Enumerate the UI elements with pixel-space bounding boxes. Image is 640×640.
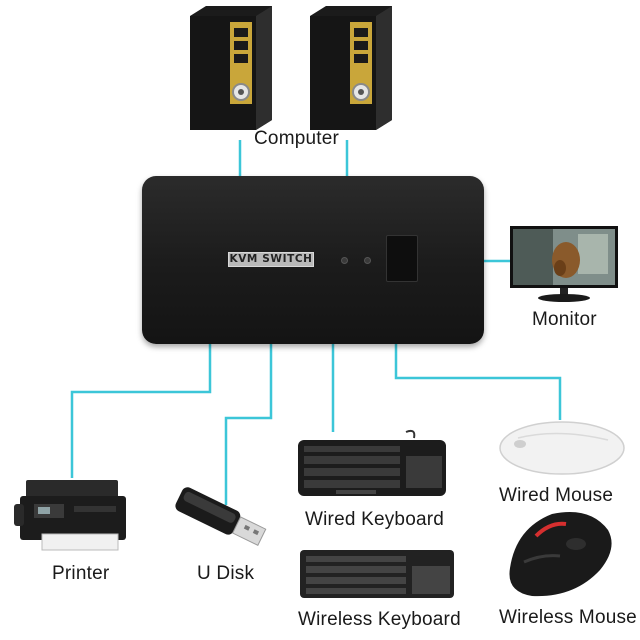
keyboard-icon [298,429,446,496]
connector-udisk [224,340,273,505]
computer-tower-icon [190,6,272,130]
led-indicator [341,257,348,264]
udisk-label: U Disk [197,563,255,584]
connector-wired-mouse [394,340,562,420]
printer-label: Printer [52,563,110,584]
mouse-icon [499,421,625,475]
kvm-switch: KVM SWITCH [142,176,484,344]
wired-mouse-label: Wired Mouse [499,485,614,506]
kvm-switch-label: KVM SWITCH [228,252,314,267]
wireless-mouse-label: Wireless Mouse [499,607,637,628]
switch-button [386,235,418,282]
computer-label: Computer [254,128,340,149]
wireless-keyboard-label: Wireless Keyboard [298,609,461,630]
keyboard-icon [300,550,454,598]
usb-drive-icon [175,487,267,547]
monitor-icon [510,226,618,302]
computer-tower-icon [310,6,392,130]
monitor-label: Monitor [532,309,597,330]
led-indicator [364,257,371,264]
mouse-icon [509,512,612,597]
printer-icon [14,480,126,551]
wired-keyboard-label: Wired Keyboard [305,509,445,530]
connector-printer [70,340,212,478]
